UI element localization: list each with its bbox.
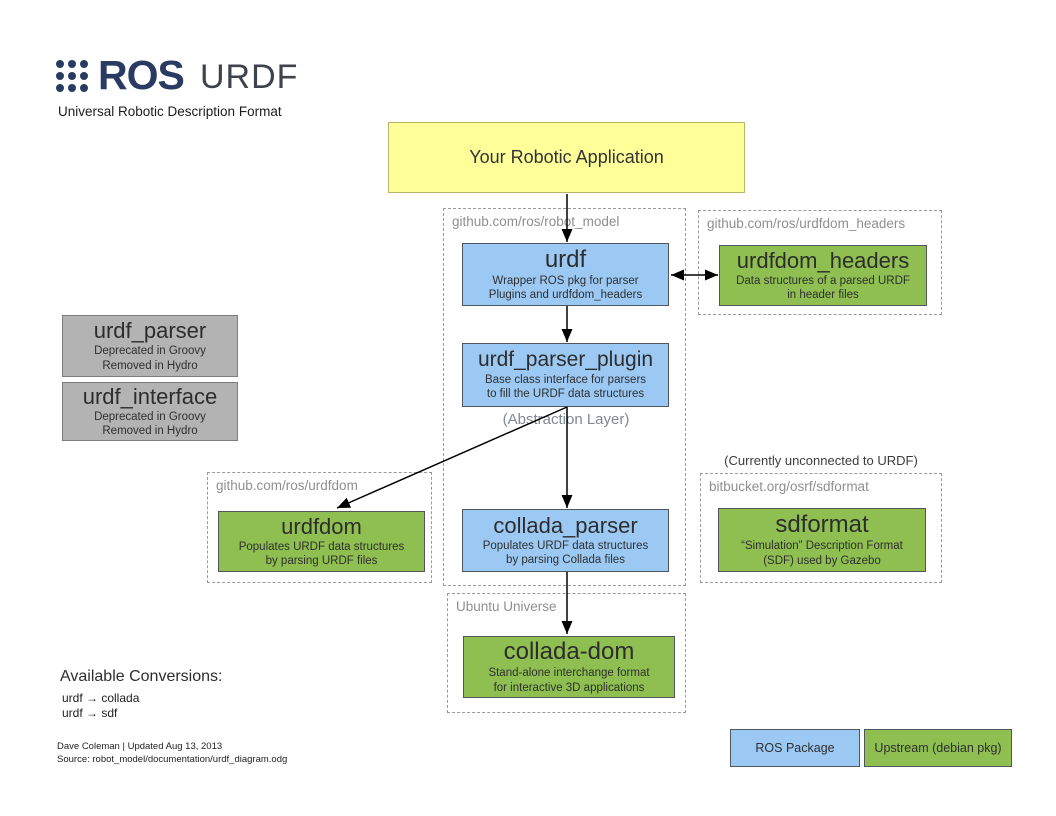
- sdformat-note: (Currently unconnected to URDF): [724, 453, 918, 468]
- container-urdfdom: github.com/ros/urdfdom: [207, 472, 432, 583]
- page-title: URDF: [200, 58, 299, 96]
- your-robotic-application-box: Your Robotic Application: [388, 122, 745, 193]
- node-urdf-interface-desc-1: Deprecated in Groovy: [94, 410, 206, 423]
- node-sdformat: sdformat “Simulation” Description Format…: [718, 508, 926, 572]
- page-subtitle: Universal Robotic Description Format: [58, 104, 282, 119]
- legend-ros-package-label: ROS Package: [755, 741, 835, 755]
- conversion-urdf-sdf: urdf → sdf: [62, 706, 118, 720]
- node-sdformat-title: sdformat: [775, 511, 869, 539]
- footer-author-line: Dave Coleman | Updated Aug 13, 2013: [57, 741, 223, 752]
- node-urdf-parser-plugin-desc-2: to fill the URDF data structures: [486, 388, 645, 401]
- node-collada-parser-desc-1: Populates URDF data structures: [482, 539, 649, 552]
- container-robot-model: github.com/ros/robot_model: [443, 208, 686, 586]
- legend-upstream-label: Upstream (debian pkg): [874, 741, 1002, 755]
- legend-ros-package: ROS Package: [730, 729, 860, 767]
- node-urdf-interface-title: urdf_interface: [82, 383, 218, 409]
- ros-logo-icon: [56, 60, 92, 94]
- node-collada-dom-desc-2: for interactive 3D applications: [493, 681, 645, 694]
- node-urdfdom-headers-desc-1: Data structures of a parsed URDF: [736, 274, 910, 287]
- node-urdfdom-desc-2: by parsing URDF files: [265, 555, 378, 568]
- node-collada-dom: collada-dom Stand-alone interchange form…: [463, 636, 675, 698]
- container-sdformat-label: bitbucket.org/osrf/sdformat: [709, 479, 869, 494]
- footer-source-line: Source: robot_model/documentation/urdf_d…: [57, 754, 288, 765]
- node-urdfdom-headers-title: urdfdom_headers: [736, 247, 910, 273]
- node-sdformat-desc-1: “Simulation” Description Format: [741, 540, 903, 553]
- legend-upstream: Upstream (debian pkg): [864, 729, 1012, 767]
- node-urdfdom: urdfdom Populates URDF data structures b…: [218, 511, 425, 572]
- node-urdfdom-desc-1: Populates URDF data structures: [238, 540, 405, 553]
- node-collada-parser-title: collada_parser: [493, 512, 638, 538]
- your-robotic-application-label: Your Robotic Application: [469, 146, 664, 167]
- node-urdf-parser-plugin-title: urdf_parser_plugin: [477, 347, 654, 371]
- node-urdf-interface: urdf_interface Deprecated in Groovy Remo…: [62, 382, 238, 441]
- node-urdf-parser: urdf_parser Deprecated in Groovy Removed…: [62, 315, 238, 377]
- node-urdf-interface-desc-2: Removed in Hydro: [102, 425, 198, 438]
- container-ubuntu-universe-label: Ubuntu Universe: [456, 599, 557, 614]
- ros-logo-text: ROS: [98, 52, 185, 98]
- node-collada-parser-desc-2: by parsing Collada files: [506, 554, 625, 567]
- node-urdf-title: urdf: [544, 245, 587, 273]
- available-conversions-heading: Available Conversions:: [60, 668, 223, 685]
- node-urdf-parser-plugin-desc-1: Base class interface for parsers: [484, 373, 647, 386]
- footer-credits: Dave Coleman | Updated Aug 13, 2013 Sour…: [57, 740, 287, 766]
- container-urdfdom-headers: github.com/ros/urdfdom_headers: [698, 210, 942, 315]
- node-urdf-parser-plugin: urdf_parser_plugin Base class interface …: [462, 343, 669, 407]
- container-robot-model-label: github.com/ros/robot_model: [452, 214, 620, 229]
- node-sdformat-desc-2: (SDF) used by Gazebo: [763, 554, 881, 567]
- conversion-urdf-collada: urdf → collada: [62, 691, 140, 705]
- node-urdfdom-title: urdfdom: [281, 513, 362, 539]
- container-urdfdom-label: github.com/ros/urdfdom: [216, 478, 358, 493]
- container-sdformat: bitbucket.org/osrf/sdformat: [700, 473, 942, 583]
- container-urdfdom-headers-label: github.com/ros/urdfdom_headers: [707, 216, 906, 231]
- node-collada-parser: collada_parser Populates URDF data struc…: [462, 509, 669, 572]
- node-urdf-parser-desc-2: Removed in Hydro: [102, 359, 198, 372]
- node-urdf-parser-title: urdf_parser: [93, 318, 207, 344]
- node-urdf-desc-2: Plugins and urdfdom_headers: [488, 289, 643, 302]
- node-collada-dom-title: collada-dom: [503, 638, 635, 666]
- node-urdfdom-headers: urdfdom_headers Data structures of a par…: [719, 245, 927, 306]
- node-urdfdom-headers-desc-2: in header files: [787, 289, 859, 302]
- node-urdf-parser-desc-1: Deprecated in Groovy: [94, 345, 206, 358]
- node-collada-dom-desc-1: Stand-alone interchange format: [488, 667, 650, 680]
- abstraction-layer-label: (Abstraction Layer): [502, 411, 630, 428]
- node-urdf: urdf Wrapper ROS pkg for parser Plugins …: [462, 243, 669, 306]
- node-urdf-desc-1: Wrapper ROS pkg for parser: [492, 274, 639, 287]
